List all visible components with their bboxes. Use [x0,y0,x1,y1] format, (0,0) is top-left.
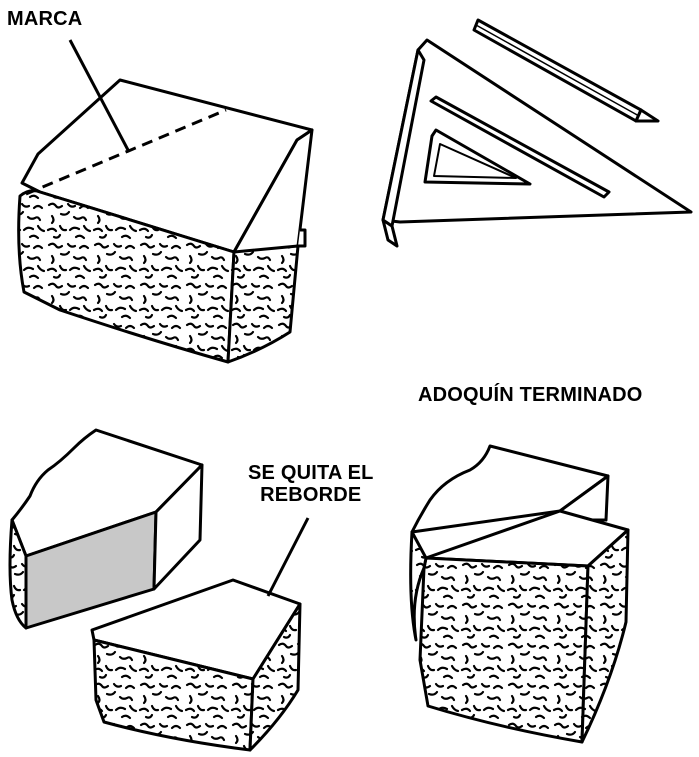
paver-finished [409,444,630,744]
lip-removed-label-line1: SE QUITA EL [248,462,374,484]
paver-lip-piece [8,428,204,630]
mark-label: MARCA [7,8,83,30]
mark-leader [68,39,130,151]
finished-paver-label: ADOQUÍN TERMINADO [418,384,643,406]
rafter-square-icon [381,38,693,248]
lip-removed-label: SE QUITA EL REBORDE [248,462,374,506]
pencil-icon [472,18,660,123]
lip-removed-label-line2: REBORDE [260,484,362,506]
mark-line [25,108,227,196]
paver-block-marked [17,78,314,364]
paver-trimmed [90,578,302,752]
removed-leader [266,517,310,597]
